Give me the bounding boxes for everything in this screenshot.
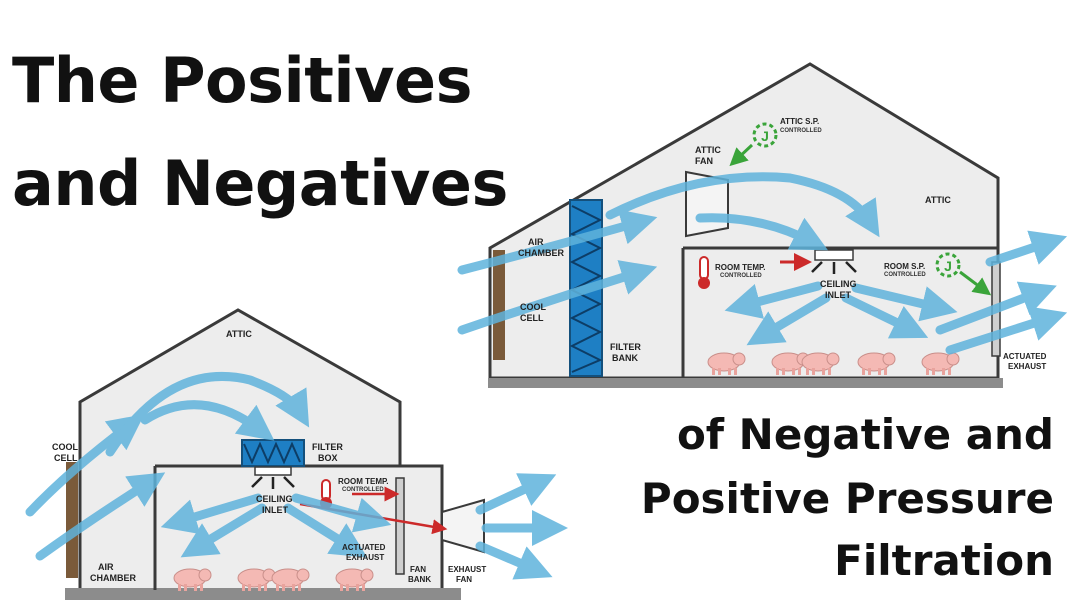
positive-room-temp-label-2: CONTROLLED: [342, 487, 384, 493]
subtitle-line-2: Positive Pressure: [640, 474, 1054, 523]
air-chamber-label-2: CHAMBER: [518, 248, 564, 258]
positive-air-chamber-label-2: CHAMBER: [90, 573, 136, 583]
cool-cell-label-1: COOL: [520, 302, 547, 312]
filter-box-label-2: BOX: [318, 453, 338, 463]
positive-room-temp-label-1: ROOM TEMP.: [338, 477, 389, 486]
positive-pressure-diagram: ATTIC COOL CELL FILTER BOX ROOM TEMP. CO…: [25, 308, 568, 600]
negative-labels: ATTIC ATTIC FAN ATTIC S.P. CONTROLLED AI…: [518, 117, 1047, 371]
positive-cool-cell-label-2: CELL: [54, 453, 78, 463]
subtitle-line-1: of Negative and: [676, 410, 1054, 459]
attic-sp-j-icon: [752, 122, 778, 148]
cool-cell-label-2: CELL: [520, 313, 544, 323]
negative-airflow-arrows: [457, 172, 1068, 355]
positive-cool-cell-label-1: COOL: [52, 442, 79, 452]
actuated-exhaust-label-1: ACTUATED: [1003, 352, 1047, 361]
subtitle-line-3: Filtration: [834, 536, 1054, 585]
actuated-exhaust-label-2: EXHAUST: [1008, 362, 1046, 371]
positive-ceiling-inlet-label-2: INLET: [262, 505, 289, 515]
air-chamber-label-1: AIR: [528, 237, 544, 247]
room-temp-label-1: ROOM TEMP.: [715, 263, 766, 272]
room-sp-j-icon: [935, 252, 961, 278]
room-temp-label-2: CONTROLLED: [720, 273, 762, 279]
negative-ceiling-inlet-icon: [814, 249, 854, 261]
ceiling-inlet-label-2: INLET: [825, 290, 852, 300]
thermometer-icon: [698, 256, 710, 289]
title-line-1: The Positives: [12, 44, 473, 117]
exhaust-fan-label-1: EXHAUST: [448, 565, 486, 574]
filter-box-label-1: FILTER: [312, 442, 343, 452]
positive-ceiling-inlet-label-1: CEILING: [256, 494, 293, 504]
room-sp-label-2: CONTROLLED: [884, 272, 926, 278]
attic-sp-label-2: CONTROLLED: [780, 128, 822, 134]
positive-actuated-exhaust-label-2: EXHAUST: [346, 553, 384, 562]
attic-label: ATTIC: [925, 195, 951, 205]
filter-bank-label-1: FILTER: [610, 342, 641, 352]
positive-actuated-exhaust-label-1: ACTUATED: [342, 543, 386, 552]
exhaust-fan-label-2: FAN: [456, 575, 472, 584]
positive-attic-label: ATTIC: [226, 329, 252, 339]
attic-fan-label-2: FAN: [695, 156, 713, 166]
positive-ceiling-inlet-icon: [254, 466, 292, 476]
room-sp-j-label: J: [944, 258, 952, 274]
positive-labels: ATTIC COOL CELL FILTER BOX ROOM TEMP. CO…: [52, 329, 486, 584]
positive-cool-cell: [66, 462, 78, 578]
positive-actuated-exhaust: [395, 477, 405, 575]
positive-floor: [65, 588, 461, 600]
title-line-2: and Negatives: [12, 147, 508, 220]
negative-floor: [488, 378, 1003, 388]
room-sp-label-1: ROOM S.P.: [884, 262, 925, 271]
attic-sp-label-1: ATTIC S.P.: [780, 117, 819, 126]
fan-bank-label-2: BANK: [408, 575, 431, 584]
filter-bank-label-2: BANK: [612, 353, 638, 363]
negative-cool-cell: [493, 250, 505, 360]
fan-bank-label-1: FAN: [410, 565, 426, 574]
negative-pressure-diagram: J J ATTIC ATTIC FAN ATTIC: [457, 62, 1068, 388]
attic-sp-j-label: J: [761, 128, 769, 144]
ceiling-inlet-label-1: CEILING: [820, 279, 857, 289]
attic-fan-label-1: ATTIC: [695, 145, 721, 155]
positive-air-chamber-label-1: AIR: [98, 562, 114, 572]
positive-airflow-arrows: [25, 372, 568, 580]
